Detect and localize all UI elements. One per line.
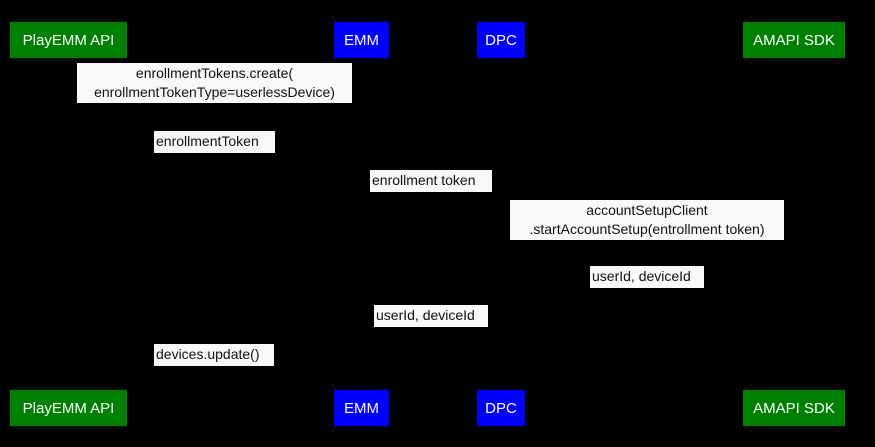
arrow-msg-userid-deviceid-sdk-to-dpc [501, 292, 794, 293]
participant-label: EMM [344, 399, 379, 417]
msg-userid-deviceid-sdk-to-dpc: userId, deviceId [590, 266, 704, 288]
msg-start-account-setup: accountSetupClient .startAccountSetup(en… [510, 200, 784, 240]
participant-label: PlayEMM API [22, 31, 115, 49]
participant-label: DPC [485, 31, 517, 49]
participant-label: DPC [485, 399, 517, 417]
lifeline-emm [361, 58, 363, 390]
arrow-msg-enrollment-tokens-create [68, 107, 362, 108]
msg-enrollment-tokens-create: enrollmentTokens.create( enrollmentToken… [77, 63, 352, 103]
arrow-msg-enrollment-token-response [68, 157, 362, 158]
participant-amapi-sdk-top[interactable]: AMAPI SDK [743, 22, 845, 58]
participant-playemm-api-top[interactable]: PlayEMM API [10, 22, 127, 58]
participant-emm-bottom[interactable]: EMM [334, 390, 389, 426]
participant-dpc-bottom[interactable]: DPC [477, 390, 525, 426]
participant-label: EMM [344, 31, 379, 49]
participant-amapi-sdk-bottom[interactable]: AMAPI SDK [743, 390, 845, 426]
arrow-msg-start-account-setup [501, 244, 794, 245]
arrow-msg-enrollment-token [361, 196, 501, 197]
participant-label: PlayEMM API [22, 399, 115, 417]
participant-label: AMAPI SDK [753, 31, 835, 49]
msg-devices-update: devices.update() [154, 344, 274, 366]
participant-emm-top[interactable]: EMM [334, 22, 389, 58]
lifeline-amapi-sdk [794, 58, 795, 390]
participant-playemm-api-bottom[interactable]: PlayEMM API [10, 390, 127, 426]
arrow-msg-userid-deviceid-dpc-to-emm [361, 331, 501, 332]
lifeline-dpc [501, 58, 502, 390]
participant-dpc-top[interactable]: DPC [477, 22, 525, 58]
msg-enrollment-token: enrollment token [370, 170, 492, 192]
msg-enrollment-token-response: enrollmentToken [154, 131, 275, 153]
msg-userid-deviceid-dpc-to-emm: userId, deviceId [374, 305, 488, 327]
arrow-msg-devices-update [68, 370, 362, 371]
lifeline-playemm-api [68, 58, 70, 390]
participant-label: AMAPI SDK [753, 399, 835, 417]
